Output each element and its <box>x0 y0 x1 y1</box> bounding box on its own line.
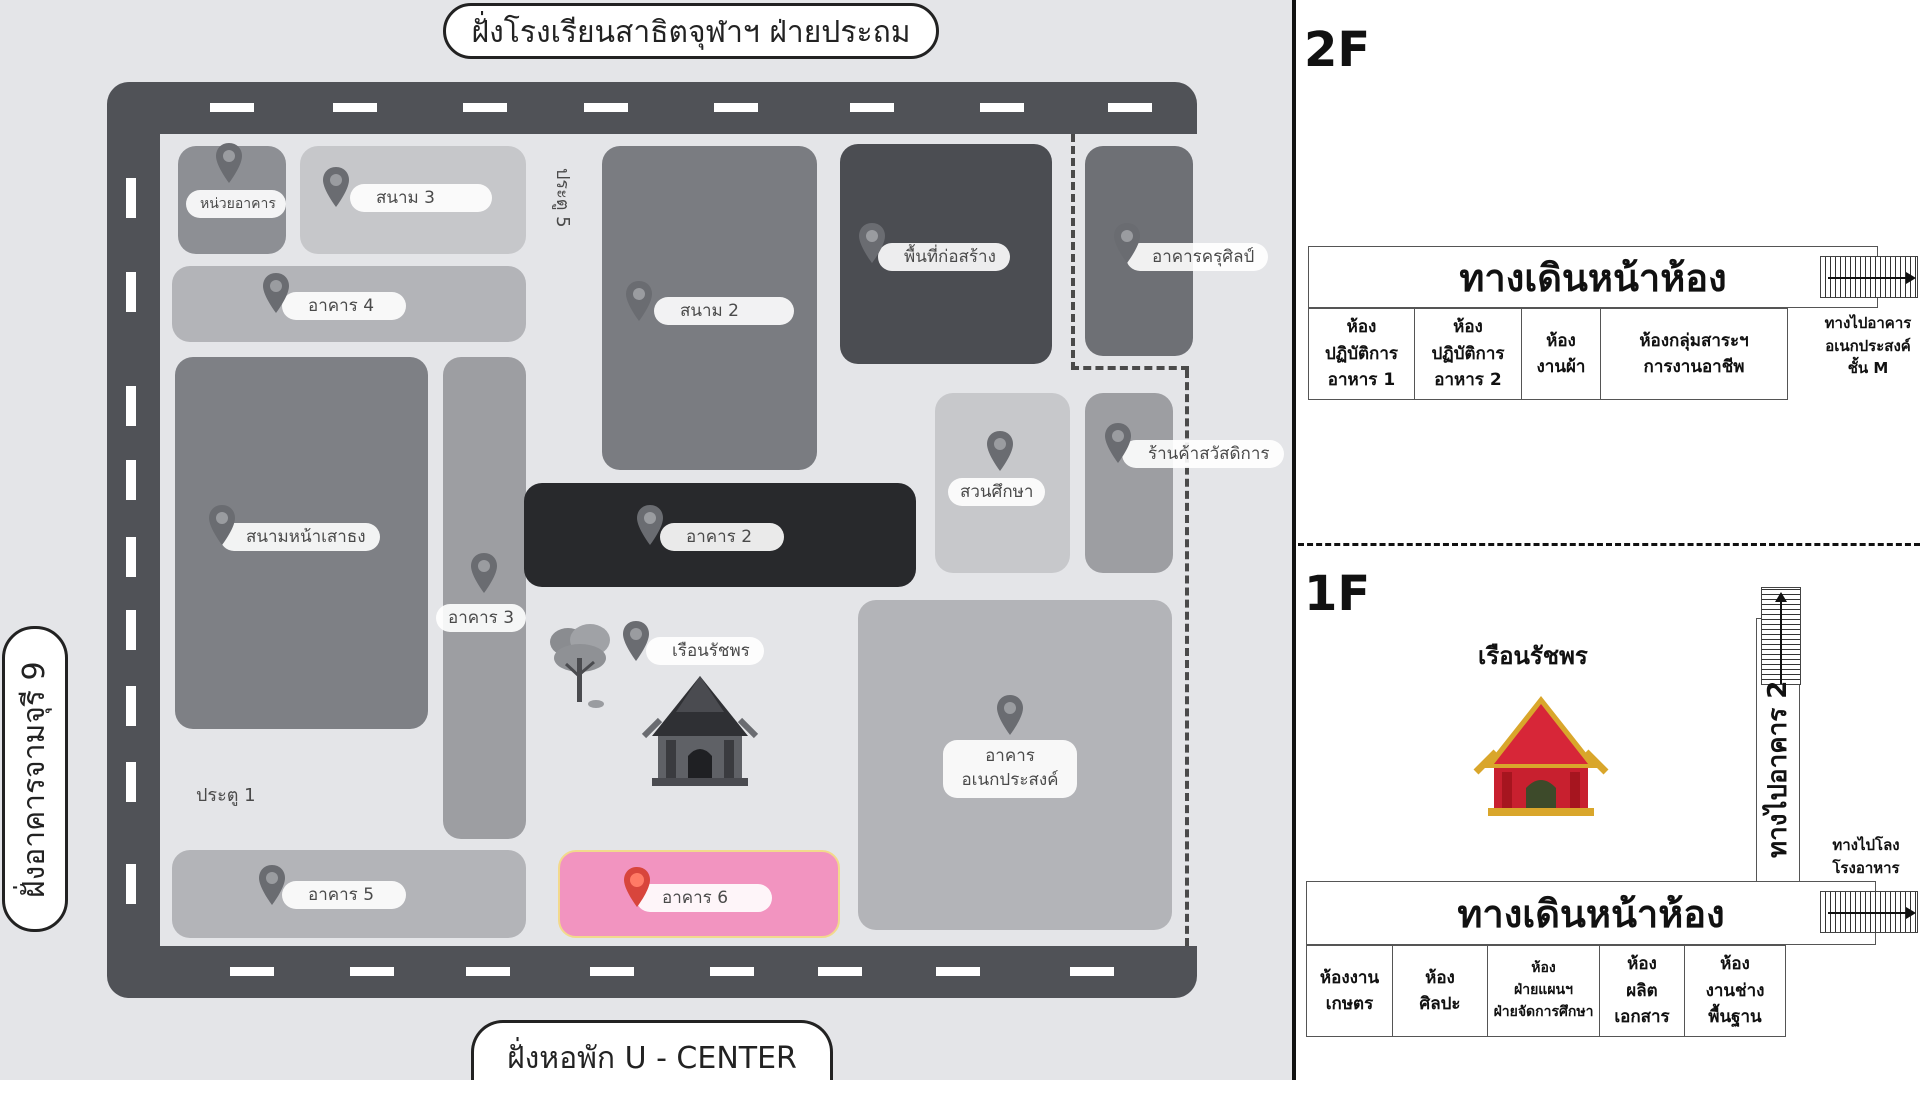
floor-1-corridor: ทางเดินหน้าห้อง <box>1306 881 1876 945</box>
floor-1-room: ห้อง ฝ่ายแผนฯ ฝ่ายจัดการศึกษา <box>1487 945 1600 1037</box>
arrow-up-icon <box>1775 592 1787 684</box>
road-dash <box>590 967 634 976</box>
floor-1-room: ห้อง ศิลปะ <box>1392 945 1488 1037</box>
road-dash <box>710 967 754 976</box>
floor-2-room: ห้องกลุ่มสาระฯ การงานอาชีพ <box>1600 308 1788 400</box>
road-dash <box>980 103 1024 112</box>
road-dash <box>210 103 254 112</box>
label-building2: อาคาร 2 <box>660 523 784 551</box>
floor-2-title: 2F <box>1304 22 1371 78</box>
floor-1-note: ทางไปโลง โรงอาหาร <box>1832 836 1900 877</box>
map-pin-icon <box>987 431 1013 471</box>
road-dash <box>126 864 136 904</box>
road-dash <box>350 967 394 976</box>
label-edu-garden: สวนศึกษา <box>948 478 1046 506</box>
road-dash <box>126 762 136 802</box>
map-pin-icon <box>216 143 242 183</box>
floor-1-room: ห้องงาน เกษตร <box>1306 945 1393 1037</box>
arrow-right-icon <box>1828 907 1916 919</box>
map-pin-icon <box>997 695 1023 735</box>
map-pin-icon <box>323 167 349 207</box>
map-pin-icon <box>209 505 235 545</box>
gate-5-label: ประตู 5 <box>552 168 573 228</box>
road-dash <box>936 967 980 976</box>
map-pin-icon <box>626 281 652 321</box>
floor-1-room: ห้อง ผลิต เอกสาร <box>1599 945 1685 1037</box>
left-side-label: ฝั่งอาคารจามจุรี 9 <box>17 661 52 899</box>
dashed-boundary <box>1185 370 1189 946</box>
label-ruen-ratchaphon: เรือนรัชพร <box>646 637 764 665</box>
floor-1-title: 1F <box>1304 566 1371 622</box>
gate-1-label: ประตู 1 <box>196 785 256 806</box>
floor-2-corridor: ทางเดินหน้าห้อง <box>1308 246 1878 308</box>
dashed-boundary <box>1071 366 1189 370</box>
welfare-shop-block <box>1085 393 1173 573</box>
map-pin-icon-highlighted <box>624 867 650 907</box>
label-building5: อาคาร 5 <box>282 881 406 909</box>
floor-1-room: ห้อง งานช่าง พื้นฐาน <box>1684 945 1786 1037</box>
map-pin-icon <box>471 553 497 593</box>
label-field3: สนาม 3 <box>350 184 492 212</box>
left-side-frame <box>2 626 68 932</box>
road-dash <box>230 967 274 976</box>
road-dash <box>126 686 136 726</box>
road-dash <box>584 103 628 112</box>
road-dash <box>126 272 136 312</box>
floor-2-note: ทางไปอาคาร อเนกประสงค์ ชั้น M <box>1824 314 1912 377</box>
label-art-teacher-building: อาคารครุศิลป์ <box>1126 243 1269 271</box>
floor-1-building-name: เรือนรัชพร <box>1478 642 1588 670</box>
thai-pavilion-icon <box>1473 696 1609 816</box>
road-dash <box>126 178 136 218</box>
building3-block <box>443 357 526 839</box>
label-building4: อาคาร 4 <box>282 292 406 320</box>
label-building6: อาคาร 6 <box>636 884 772 912</box>
label-building3: อาคาร 3 <box>436 604 527 632</box>
thai-pavilion-icon <box>641 676 759 786</box>
campus-map: หน่วยอาคาร สนาม 3 อาคาร 4 สนาม 2 พื้นที่… <box>0 0 1292 1080</box>
label-welfare-shop: ร้านค้าสวัสดิการ <box>1122 440 1284 468</box>
road-dash <box>850 103 894 112</box>
road-dash <box>333 103 377 112</box>
label-multipurpose: อาคาร อเนกประสงค์ <box>943 740 1077 798</box>
map-pin-icon <box>623 621 649 661</box>
road-dash <box>1070 967 1114 976</box>
road-dash <box>466 967 510 976</box>
tree-icon <box>550 624 610 708</box>
dashed-boundary <box>1071 134 1075 370</box>
road-dash <box>126 610 136 650</box>
road-dash <box>1108 103 1152 112</box>
label-construction: พื้นที่ก่อสร้าง <box>878 243 1010 271</box>
road-dash <box>126 460 136 500</box>
road-dash <box>714 103 758 112</box>
road-dash <box>818 967 862 976</box>
map-pin-icon <box>637 505 663 545</box>
arrow-right-icon <box>1828 272 1916 284</box>
label-unit: หน่วยอาคาร <box>186 190 286 218</box>
map-pin-icon <box>263 273 289 313</box>
floor-2-room: ห้อง ปฏิบัติการ อาหาร 2 <box>1414 308 1522 400</box>
panel-divider <box>1292 0 1296 1080</box>
label-field2: สนาม 2 <box>654 297 794 325</box>
road-dash <box>126 386 136 426</box>
bottom-side-label: ฝั่งหอพัก U - CENTER <box>471 1020 833 1080</box>
map-pin-icon <box>1114 223 1140 263</box>
floor-2-room: ห้อง งานผ้า <box>1521 308 1601 400</box>
label-flagpole-field: สนามหน้าเสาธง <box>220 523 380 551</box>
map-pin-icon <box>1105 423 1131 463</box>
floor-separator <box>1298 543 1920 546</box>
road-dash <box>126 537 136 577</box>
floor-1-vertical-label: ทางไปอาคาร 2 <box>1763 680 1793 858</box>
road-edge-right <box>1190 134 1197 946</box>
map-pin-icon <box>859 223 885 263</box>
road-dash <box>463 103 507 112</box>
floor-2-room: ห้อง ปฏิบัติการ อาหาร 1 <box>1308 308 1415 400</box>
map-pin-icon <box>259 865 285 905</box>
top-side-label: ฝั่งโรงเรียนสาธิตจุฬาฯ ฝ่ายประถม <box>443 3 939 59</box>
